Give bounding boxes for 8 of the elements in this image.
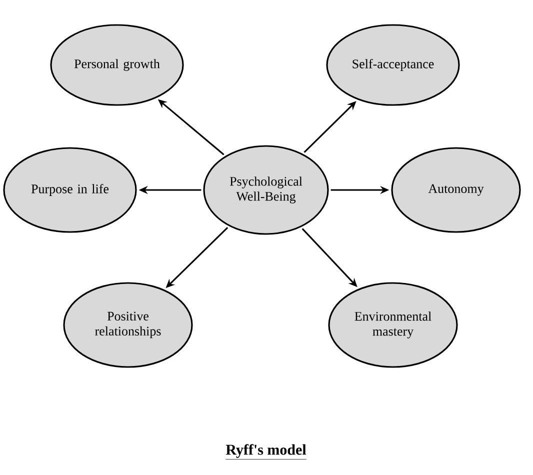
caption: Ryff's model (225, 444, 307, 460)
ellipse-node: Self-acceptance (326, 24, 460, 106)
ellipse-node: Psychological Well-Being (203, 145, 329, 235)
ellipse-node: Environmental mastery (328, 282, 458, 368)
ellipse-node: Autonomy (391, 147, 521, 233)
ellipse-node: Purpose in life (3, 147, 137, 233)
ellipse-node: Personal growth (50, 24, 184, 106)
ellipse-node: Positive relationships (63, 282, 193, 368)
